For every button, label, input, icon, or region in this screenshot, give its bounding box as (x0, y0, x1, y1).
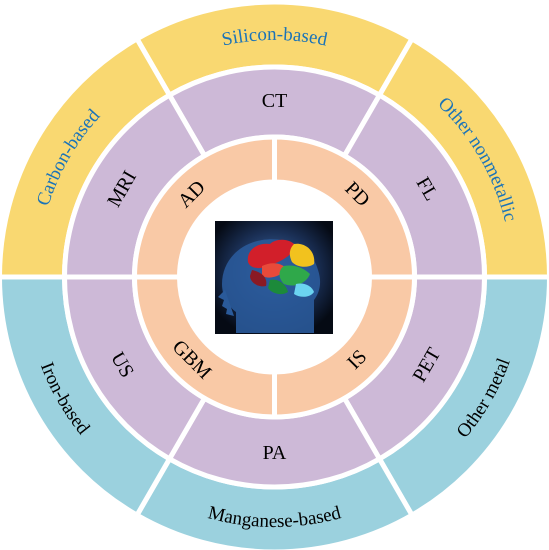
middle-label-0: CT (262, 90, 288, 112)
brain-head-icon (218, 239, 321, 333)
middle-label-3: PA (263, 442, 287, 464)
center-brain-image (215, 221, 333, 334)
inner-sector-3 (131, 134, 277, 280)
